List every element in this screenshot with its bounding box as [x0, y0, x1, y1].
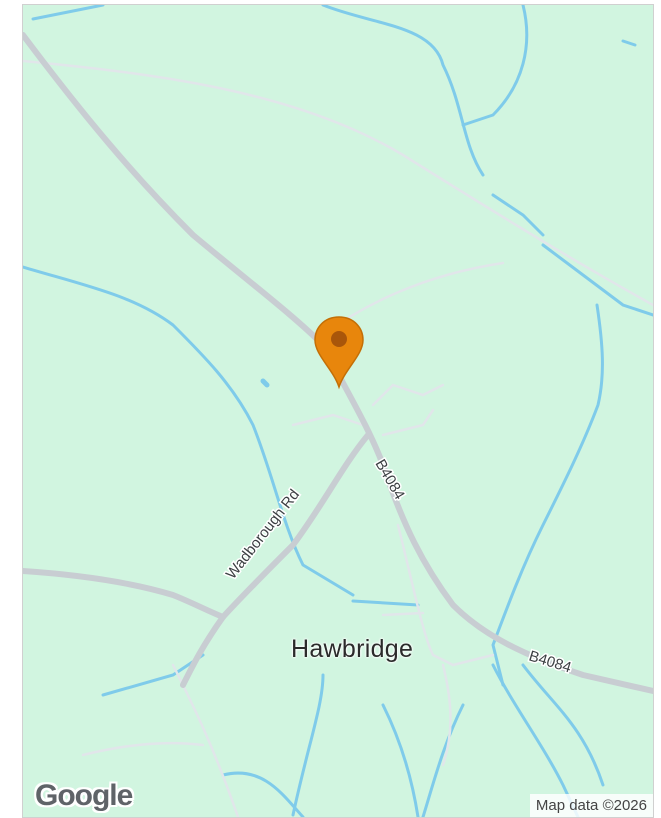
- major-roads: [23, 32, 653, 694]
- map-view[interactable]: Wadborough Rd B4084 B4084 Hawbridge Goog…: [22, 4, 654, 818]
- road-label-b4084-north: B4084: [372, 457, 408, 503]
- place-label: Hawbridge: [291, 635, 414, 663]
- map-pin-icon[interactable]: [314, 316, 364, 390]
- map-attribution[interactable]: Map data ©2026: [529, 794, 653, 817]
- google-logo: Google: [35, 779, 133, 812]
- minor-roads: [23, 59, 653, 817]
- map-canvas: Wadborough Rd B4084 B4084: [23, 5, 653, 817]
- road-label-b4084-east: B4084: [527, 648, 573, 677]
- streams: [23, 5, 653, 817]
